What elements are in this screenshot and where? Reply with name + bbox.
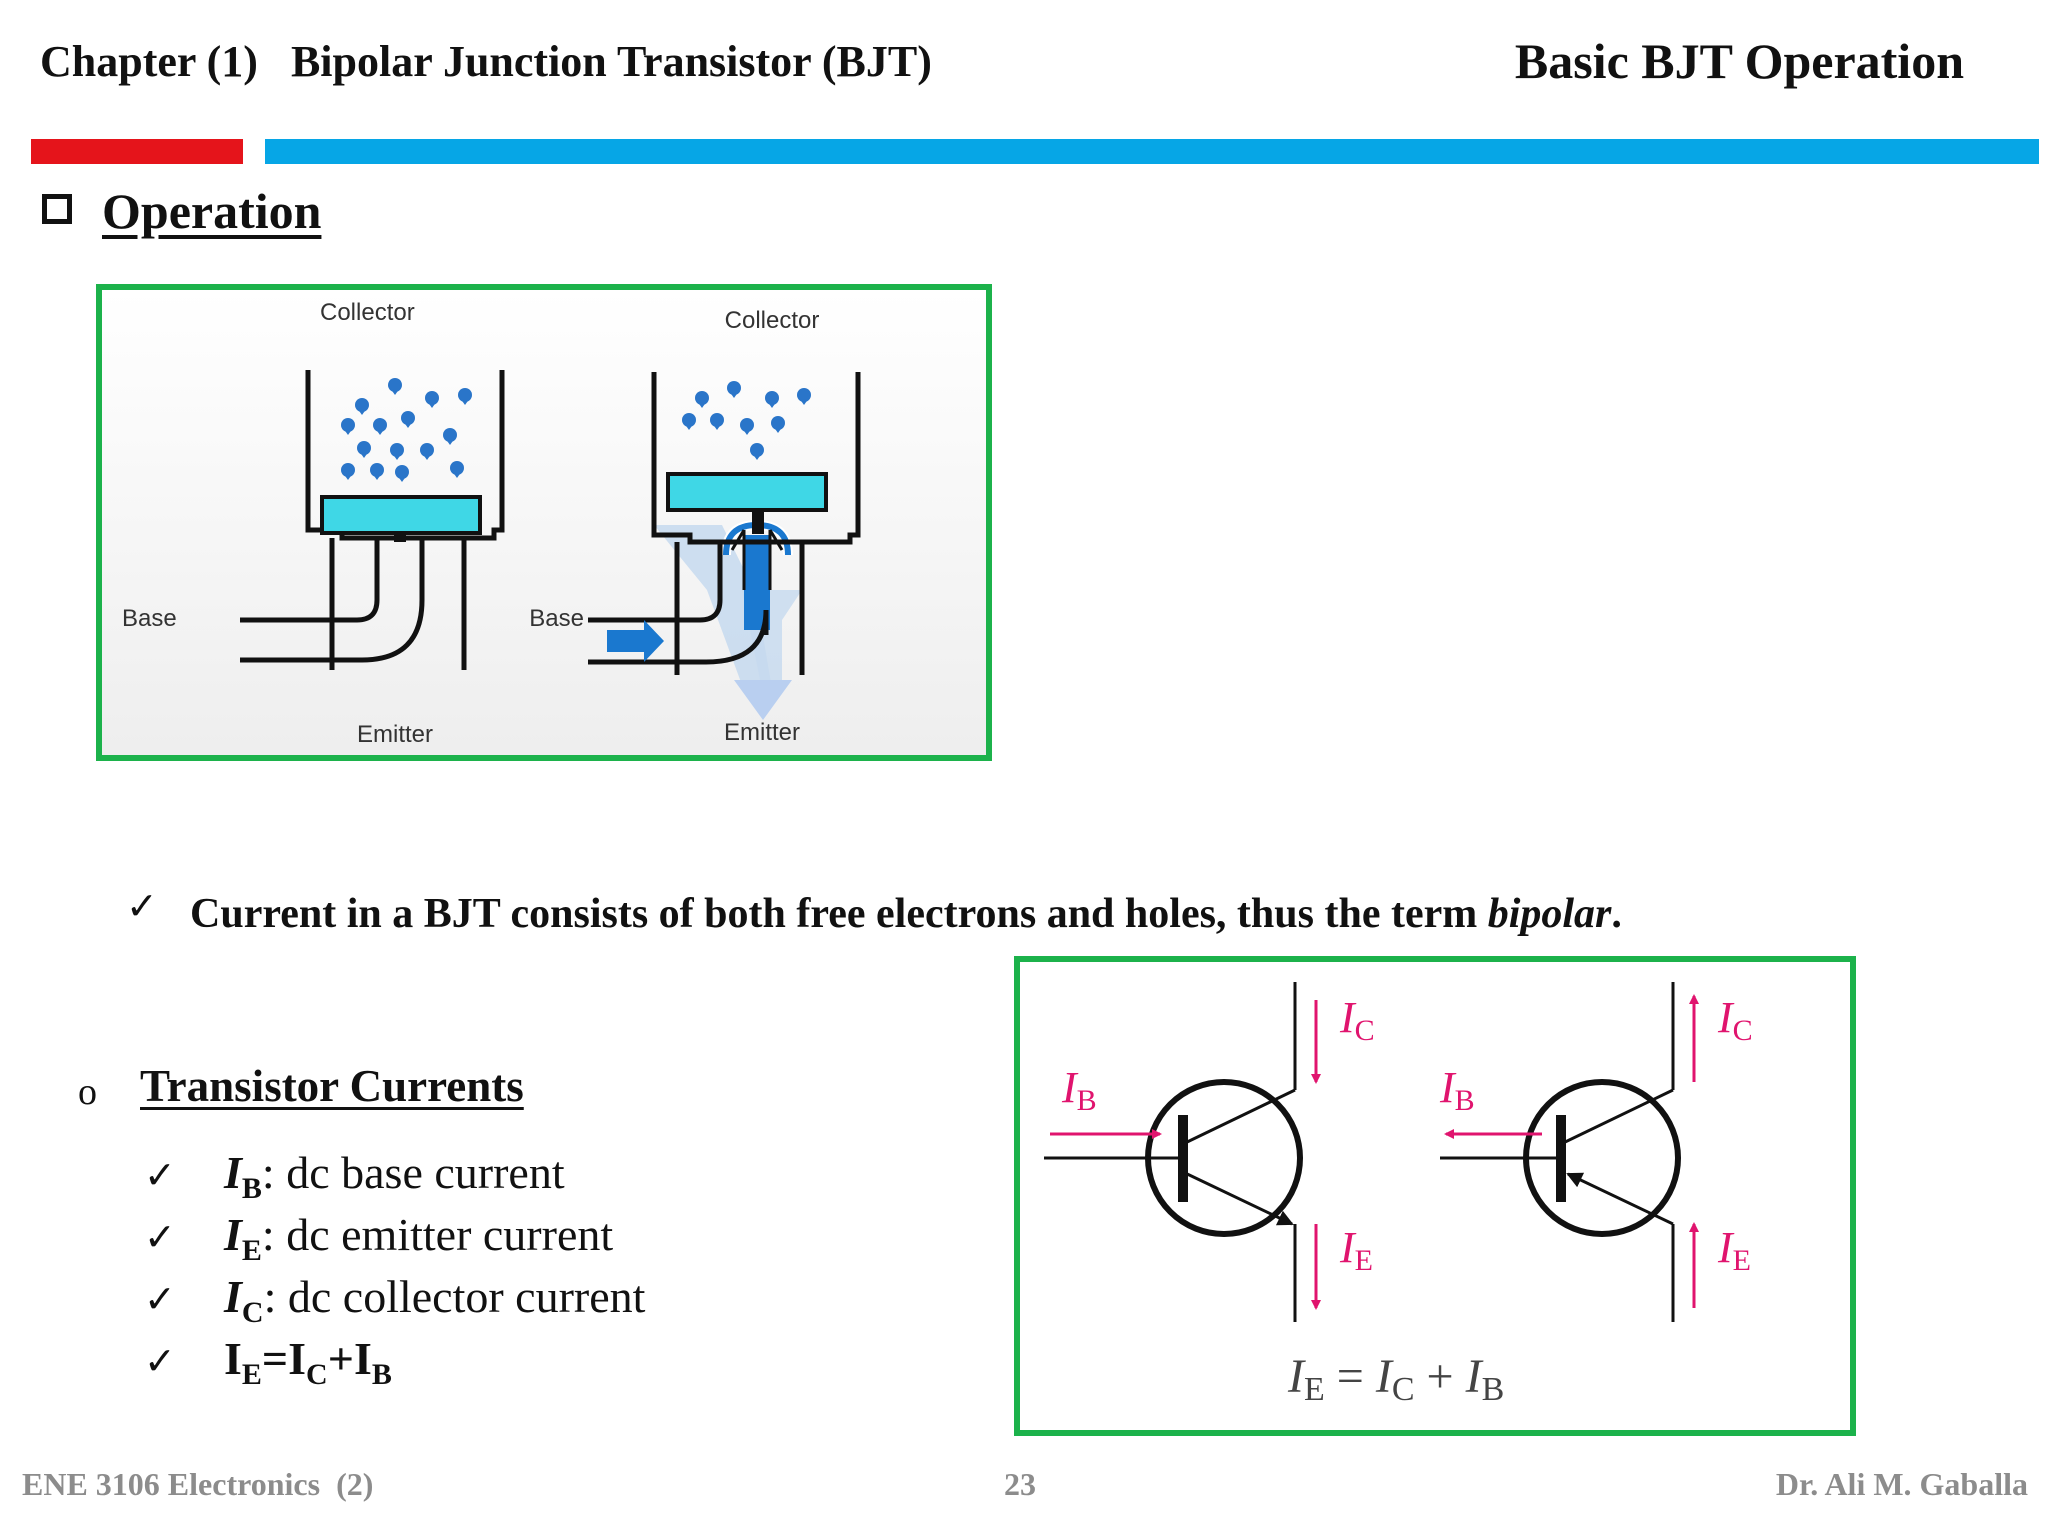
bjt-analogy-figure: Collector Base Emitter xyxy=(96,284,992,761)
bipolar-term: bipolar xyxy=(1487,891,1612,937)
npn-ie-label: IE xyxy=(1339,1223,1373,1277)
footer-page-number: 23 xyxy=(1004,1466,1036,1502)
pnp-transistor-symbol xyxy=(1440,982,1681,1322)
footer-course: ENE 3106 Electronics (2) xyxy=(22,1466,374,1502)
transistor-symbols-drawing: IB IC IE IB IC IE IE = IC + IB xyxy=(1044,982,1753,1408)
check-icon: ✓ xyxy=(144,1215,176,1259)
current-item-ib: ✓IB: dc base current xyxy=(144,1147,565,1205)
pnp-ie-label: IE xyxy=(1717,1223,1751,1277)
header-accent-bar-blue xyxy=(265,139,2039,164)
right-collector-label: Collector xyxy=(725,307,820,334)
figure-current-equation: IE = IC + IB xyxy=(1287,1350,1504,1408)
closed-valve-tank xyxy=(240,370,505,670)
checkbox-square-icon xyxy=(42,194,72,224)
bipolar-text-suffix: . xyxy=(1611,891,1622,937)
header-accent-bar-red xyxy=(31,139,243,164)
chapter-title: Chapter (1) Bipolar Junction Transistor … xyxy=(40,37,932,86)
left-base-label: Base xyxy=(122,605,177,632)
current-equation: ✓IE=IC+IB xyxy=(144,1333,392,1391)
bjt-analogy-drawing: Collector Base Emitter xyxy=(102,290,986,755)
operation-heading: Operation xyxy=(102,183,322,239)
transistor-currents-heading: Transistor Currents xyxy=(140,1061,524,1111)
bipolar-statement: Current in a BJT consists of both free e… xyxy=(190,890,1622,938)
left-collector-label: Collector xyxy=(320,299,415,326)
check-icon: ✓ xyxy=(144,1339,176,1383)
npn-transistor-symbol xyxy=(1044,982,1303,1322)
current-item-ic: ✓IC: dc collector current xyxy=(144,1271,646,1329)
bipolar-text-prefix: Current in a BJT consists of both free e… xyxy=(190,891,1488,937)
pnp-ic-label: IC xyxy=(1717,993,1753,1047)
section-title: Basic BJT Operation xyxy=(1514,33,1964,89)
check-icon: ✓ xyxy=(144,1277,176,1321)
npn-ib-label: IB xyxy=(1061,1063,1097,1117)
npn-ic-label: IC xyxy=(1339,993,1375,1047)
footer-author: Dr. Ali M. Gaballa xyxy=(1775,1466,2028,1502)
right-base-label: Base xyxy=(529,605,584,632)
transistor-currents-figure: IB IC IE IB IC IE IE = IC + IB xyxy=(1014,956,1856,1436)
pnp-ib-label: IB xyxy=(1439,1063,1475,1117)
right-emitter-label: Emitter xyxy=(724,719,800,746)
left-emitter-label: Emitter xyxy=(357,721,433,748)
bipolar-check-icon: ✓ xyxy=(126,884,158,928)
current-item-ie: ✓IE: dc emitter current xyxy=(144,1209,614,1267)
open-valve-tank xyxy=(588,372,861,720)
check-icon: ✓ xyxy=(144,1153,176,1197)
circle-bullet-icon: o xyxy=(78,1071,97,1113)
